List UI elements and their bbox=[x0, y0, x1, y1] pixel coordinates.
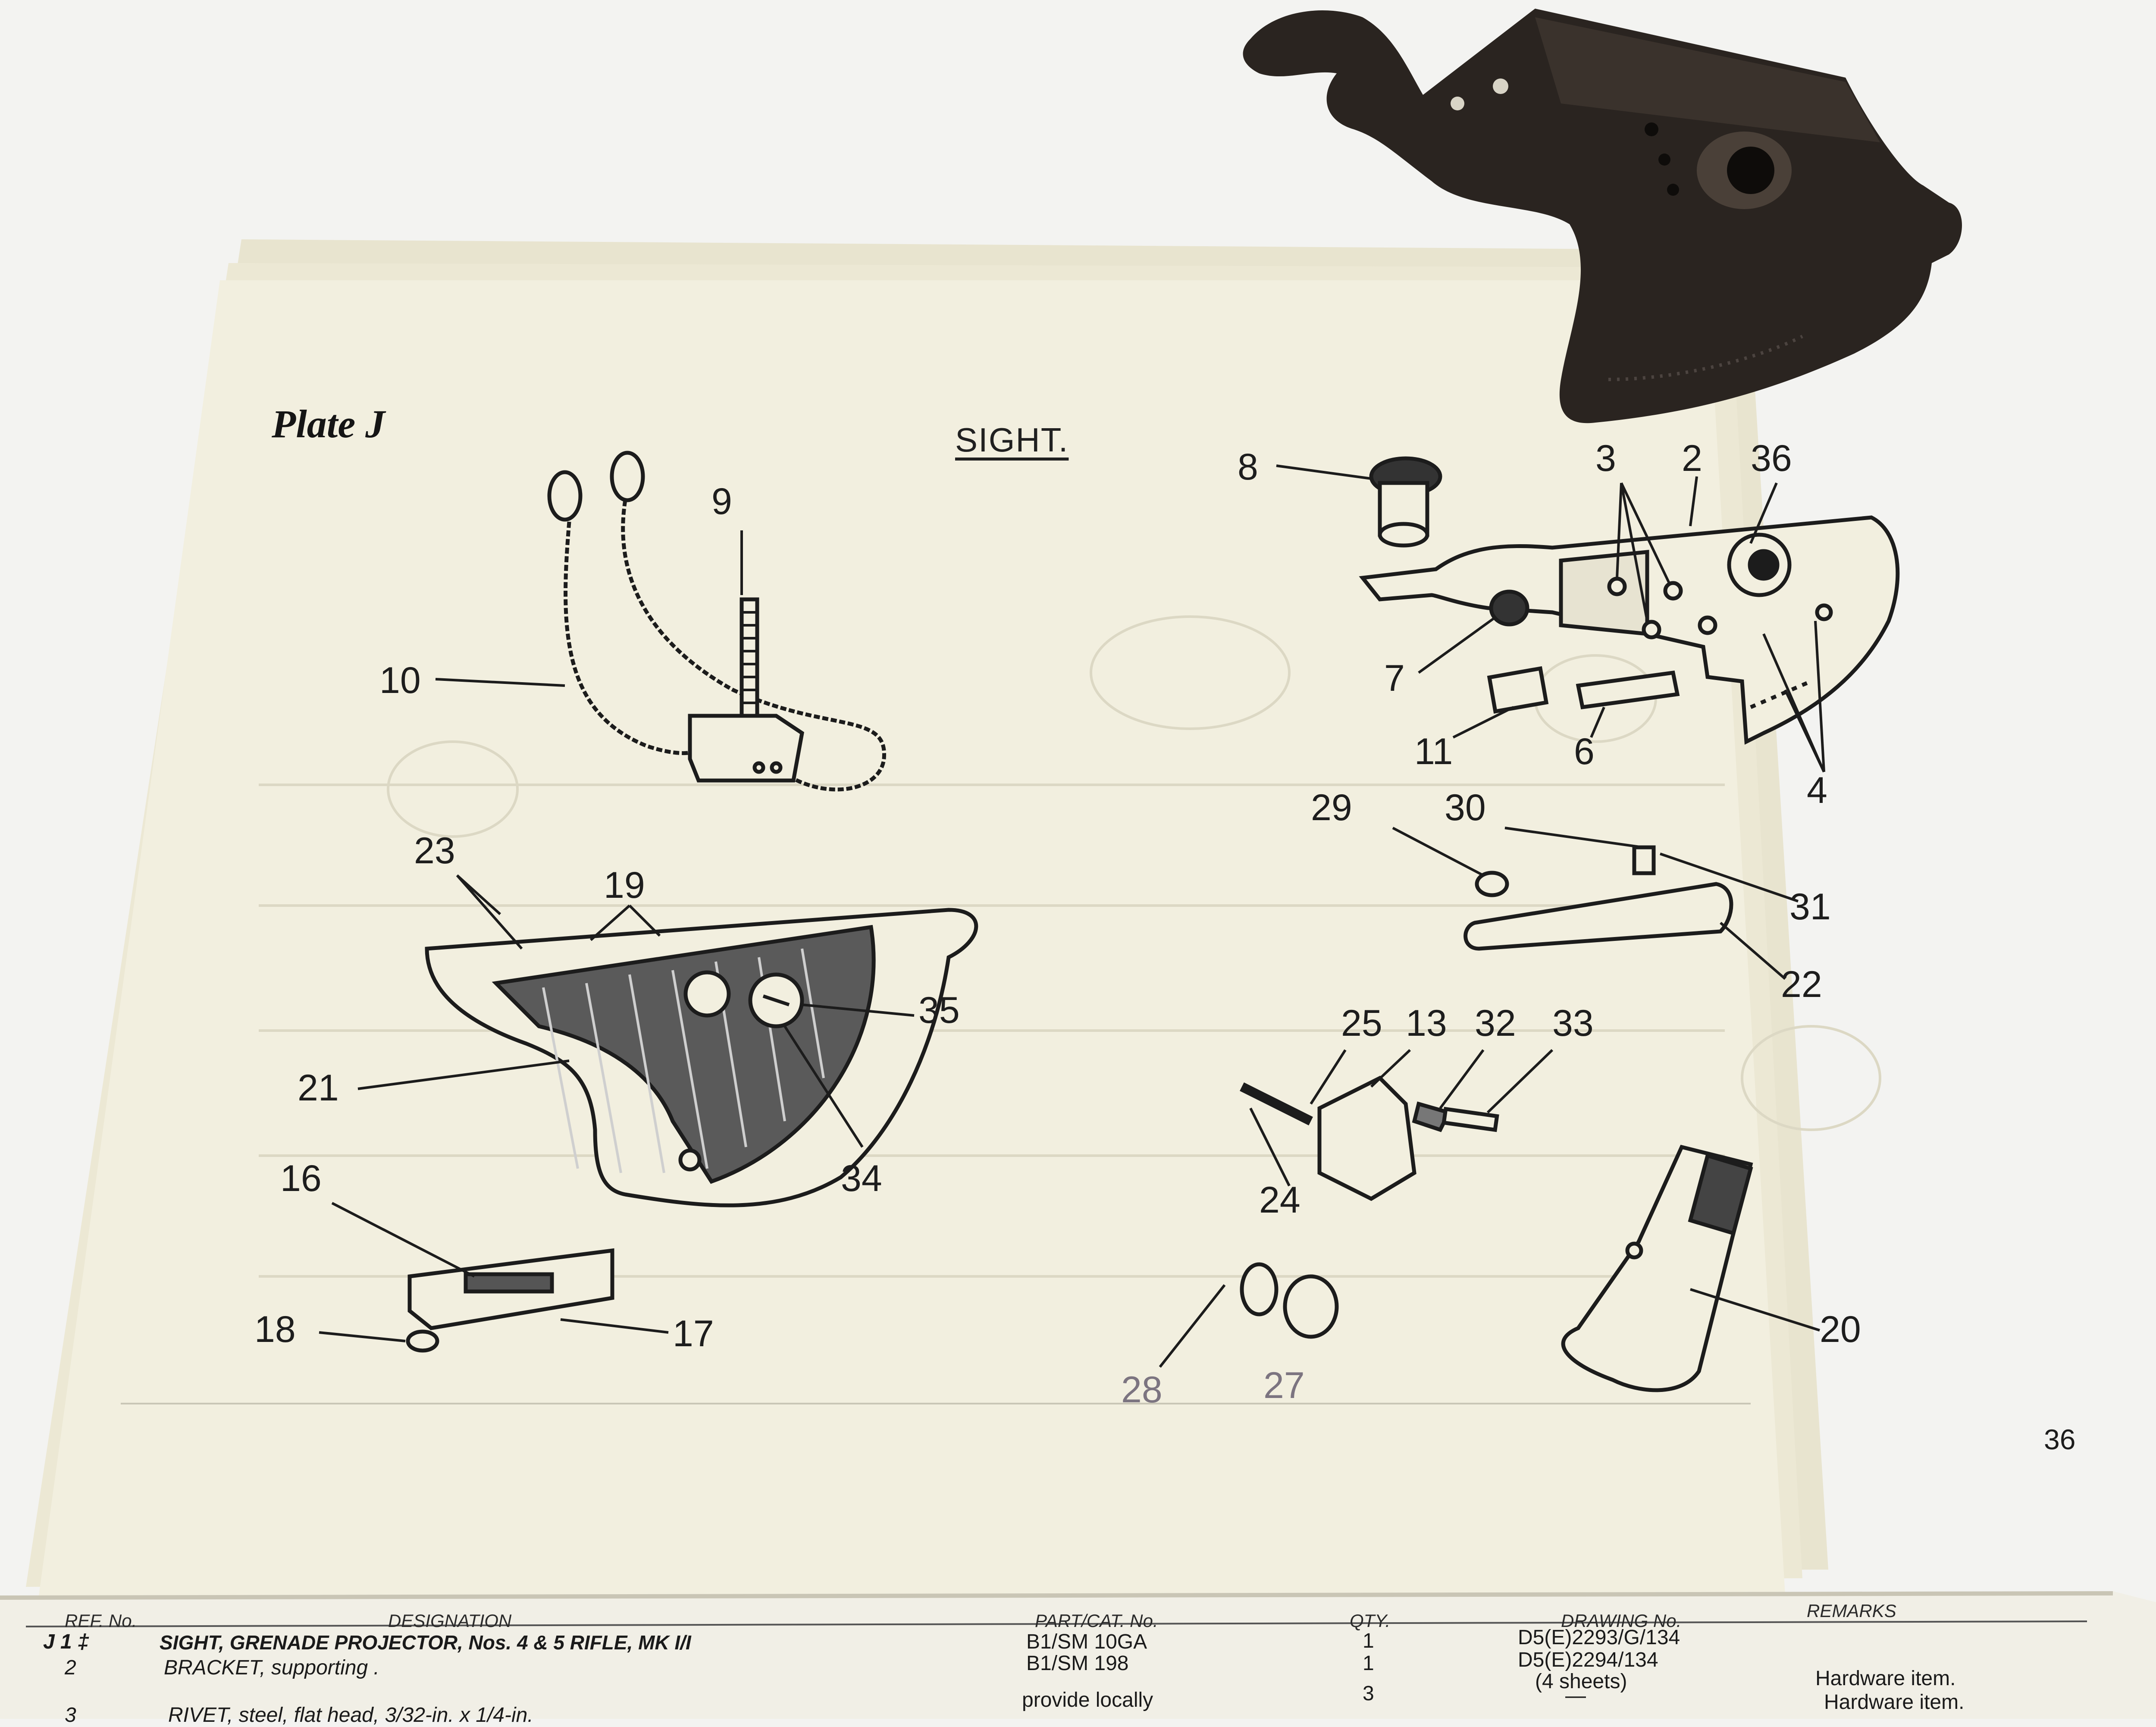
row-1-designation: SIGHT, GRENADE PROJECTOR, Nos. 4 & 5 RIF… bbox=[160, 1631, 691, 1654]
row-3-qty: 3 bbox=[1363, 1682, 1374, 1705]
row-3-remarks: Hardware item. bbox=[1824, 1691, 1965, 1714]
row-1-partcat: B1/SM 10GA bbox=[1026, 1630, 1147, 1653]
row-2b-remarks: Hardware item. bbox=[1815, 1667, 1956, 1690]
knurled-nut-illustration bbox=[1369, 456, 1442, 548]
plate-part-illustration bbox=[1463, 845, 1733, 951]
callout-23: 23 bbox=[414, 830, 455, 871]
row-2-qty: 1 bbox=[1363, 1652, 1374, 1675]
callout-2: 2 bbox=[1682, 438, 1702, 479]
callout-17: 17 bbox=[673, 1313, 714, 1354]
row-2-partcat: B1/SM 198 bbox=[1026, 1652, 1129, 1675]
callout-20: 20 bbox=[1820, 1309, 1861, 1350]
callout-28: 28 bbox=[1121, 1369, 1163, 1410]
callout-22: 22 bbox=[1781, 964, 1822, 1005]
row-1-drawing: D5(E)2293/G/134 bbox=[1518, 1626, 1680, 1649]
callout-9: 9 bbox=[711, 481, 732, 522]
callout-18: 18 bbox=[254, 1309, 296, 1350]
table-header-rule bbox=[25, 1620, 2087, 1627]
callout-24: 24 bbox=[1259, 1179, 1300, 1221]
small-parts-top-right bbox=[1487, 589, 1680, 714]
callout-16: 16 bbox=[280, 1158, 322, 1199]
column-designation: DESIGNATION bbox=[388, 1611, 512, 1631]
callout-19: 19 bbox=[604, 865, 645, 906]
callout-13: 13 bbox=[1406, 1003, 1447, 1044]
callout-25: 25 bbox=[1341, 1003, 1382, 1044]
row-2-drawing: D5(E)2294/134 bbox=[1518, 1649, 1658, 1671]
callout-leaders bbox=[319, 464, 1825, 1368]
column-ref: REF. No. bbox=[65, 1611, 137, 1631]
lever-illustration bbox=[1561, 1144, 1753, 1392]
callout-33: 33 bbox=[1552, 1003, 1594, 1044]
figure-title: SIGHT. bbox=[955, 421, 1069, 459]
callout-3: 3 bbox=[1595, 438, 1616, 479]
row-1-qty: 1 bbox=[1363, 1630, 1374, 1652]
plunger-illustration bbox=[1240, 1262, 1339, 1339]
callout-29: 29 bbox=[1311, 787, 1352, 828]
callout-7: 7 bbox=[1384, 658, 1405, 699]
callout-8: 8 bbox=[1238, 446, 1258, 488]
column-drawing: DRAWING No. bbox=[1561, 1611, 1682, 1631]
row-2-ref: 2 bbox=[65, 1656, 76, 1679]
lower-page-fold bbox=[0, 1591, 2113, 1600]
row-3-drawing: — bbox=[1565, 1684, 1586, 1707]
callout-32: 32 bbox=[1475, 1003, 1516, 1044]
row-2-designation: BRACKET, supporting . bbox=[164, 1656, 379, 1679]
column-qty: QTY. bbox=[1350, 1611, 1391, 1631]
plate-label: Plate J bbox=[272, 402, 385, 446]
bracket-illustration bbox=[1359, 515, 1900, 745]
column-remarks: REMARKS bbox=[1807, 1601, 1896, 1621]
column-partcat: PART/CAT. No. bbox=[1035, 1611, 1158, 1631]
metal-bracket-object bbox=[1243, 9, 1962, 423]
callout-31: 31 bbox=[1789, 886, 1831, 928]
lanyard-assembly-illustration bbox=[547, 451, 886, 792]
callout-21: 21 bbox=[298, 1067, 339, 1109]
callout-11: 11 bbox=[1414, 731, 1453, 772]
sight-body-illustration bbox=[425, 908, 978, 1207]
page-number: 36 bbox=[2044, 1423, 2076, 1455]
row-3-partcat: provide locally bbox=[1022, 1689, 1153, 1711]
callout-36: 36 bbox=[1751, 438, 1792, 479]
callout-27: 27 bbox=[1263, 1365, 1305, 1406]
callout-6: 6 bbox=[1574, 731, 1595, 772]
callout-10: 10 bbox=[379, 660, 421, 701]
callout-4: 4 bbox=[1807, 770, 1827, 811]
callout-35: 35 bbox=[918, 990, 960, 1031]
callout-34: 34 bbox=[841, 1158, 882, 1199]
row-2b-drawing: (4 sheets) bbox=[1535, 1670, 1627, 1693]
row-1-ref: J 1 ‡ bbox=[43, 1630, 89, 1653]
callout-30: 30 bbox=[1445, 787, 1486, 828]
row-3-designation: RIVET, steel, flat head, 3/32-in. x 1/4-… bbox=[168, 1704, 533, 1727]
row-3-ref: 3 bbox=[65, 1704, 76, 1727]
